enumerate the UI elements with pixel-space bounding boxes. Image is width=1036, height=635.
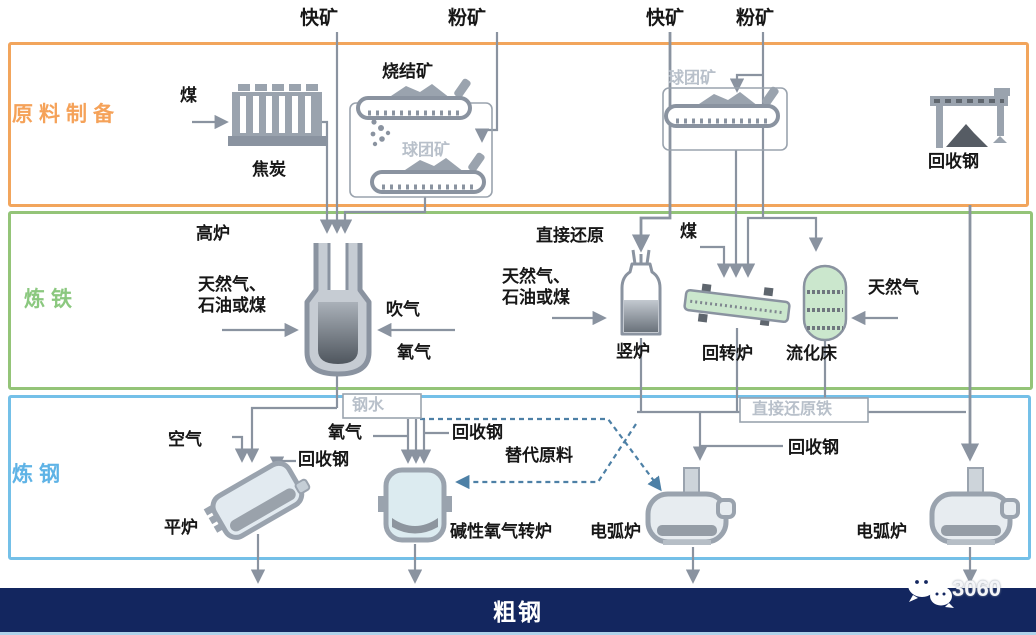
label-recycled-steel-bof: 回收钢: [452, 423, 503, 442]
label-coal-kiln: 煤: [680, 222, 697, 241]
bof-icon: [378, 467, 452, 543]
scrap-crane-icon: [930, 88, 1010, 148]
label-air: 空气: [168, 430, 202, 449]
label-rotary-kiln: 回转炉: [702, 344, 753, 363]
watermark-3060: 3060: [952, 576, 1001, 601]
sinter-fume-icon: [370, 119, 391, 147]
eaf-right-icon: [932, 468, 1018, 545]
shaft-furnace-icon: [620, 249, 662, 336]
label-coal-prep: 煤: [180, 86, 197, 105]
label-eaf-right: 电弧炉: [856, 522, 907, 541]
label-recycled-steel-prep: 回收钢: [928, 152, 979, 171]
sinter-machine-icon: [358, 78, 472, 118]
open-hearth-icon: [203, 460, 311, 540]
label-pellet-ore-left: 球团矿: [402, 142, 451, 159]
label-lump-ore-right: 快矿: [646, 8, 685, 29]
molten-steel-box: [342, 393, 422, 419]
label-open-hearth: 平炉: [164, 518, 198, 537]
label-fluidized-bed: 流化床: [786, 344, 837, 363]
band-title-steel: 炼钢: [12, 463, 66, 486]
coke-oven-icon: [228, 84, 326, 146]
label-blow-gas: 吹气: [386, 300, 420, 319]
band-steelmaking: [8, 395, 1031, 560]
band-ironmaking: [8, 211, 1033, 390]
label-fine-ore-left: 粉矿: [448, 8, 487, 29]
label-fine-ore-right: 粉矿: [736, 8, 775, 29]
label-dri: 直接还原铁: [752, 401, 833, 418]
label-bof: 碱性氧气转炉: [450, 522, 552, 541]
label-sinter-ore: 烧结矿: [382, 62, 433, 81]
dri-box: [739, 397, 869, 423]
label-pellet-ore-right: 球团矿: [668, 70, 717, 87]
label-shaft-furnace: 竖炉: [616, 342, 650, 361]
label-lump-ore-left: 快矿: [300, 8, 339, 29]
wechat-icon: [908, 573, 954, 608]
eaf-left-icon: [648, 468, 734, 545]
rotary-kiln-icon: [683, 283, 791, 327]
label-fuel-dr-1: 天然气、: [502, 267, 570, 286]
label-blast-furnace: 高炉: [196, 224, 230, 243]
label-eaf-left: 电弧炉: [590, 522, 641, 541]
label-natural-gas: 天然气: [868, 278, 919, 297]
label-oxygen-bof: 氧气: [328, 423, 362, 442]
label-alt-feed: 替代原料: [505, 446, 573, 465]
label-fuel-dr-2: 石油或煤: [502, 288, 570, 307]
label-direct-reduction: 直接还原: [536, 226, 604, 245]
label-fuel-bf-2: 石油或煤: [198, 296, 266, 315]
band-title-prep: 原料制备: [12, 103, 120, 126]
label-oxygen-bf: 氧气: [397, 343, 431, 362]
band-title-iron: 炼铁: [24, 288, 78, 311]
bottom-accent-line: [0, 632, 1036, 635]
label-crude-steel: 粗钢: [493, 599, 543, 625]
band-raw-material-prep: [8, 42, 1029, 207]
alt-feed-dashed-lines: [420, 417, 662, 492]
label-coke: 焦炭: [252, 160, 286, 179]
label-recycled-steel-eaf: 回收钢: [788, 438, 839, 457]
label-recycled-steel-oh: 回收钢: [298, 450, 349, 469]
crude-steel-bar: 粗钢: [0, 588, 1036, 632]
label-fuel-bf-1: 天然气、: [198, 275, 266, 294]
blast-furnace-icon: [304, 240, 372, 377]
fluidized-bed-icon: [802, 264, 848, 342]
flow-lines: [192, 32, 980, 584]
label-molten-steel: 钢水: [352, 397, 385, 414]
